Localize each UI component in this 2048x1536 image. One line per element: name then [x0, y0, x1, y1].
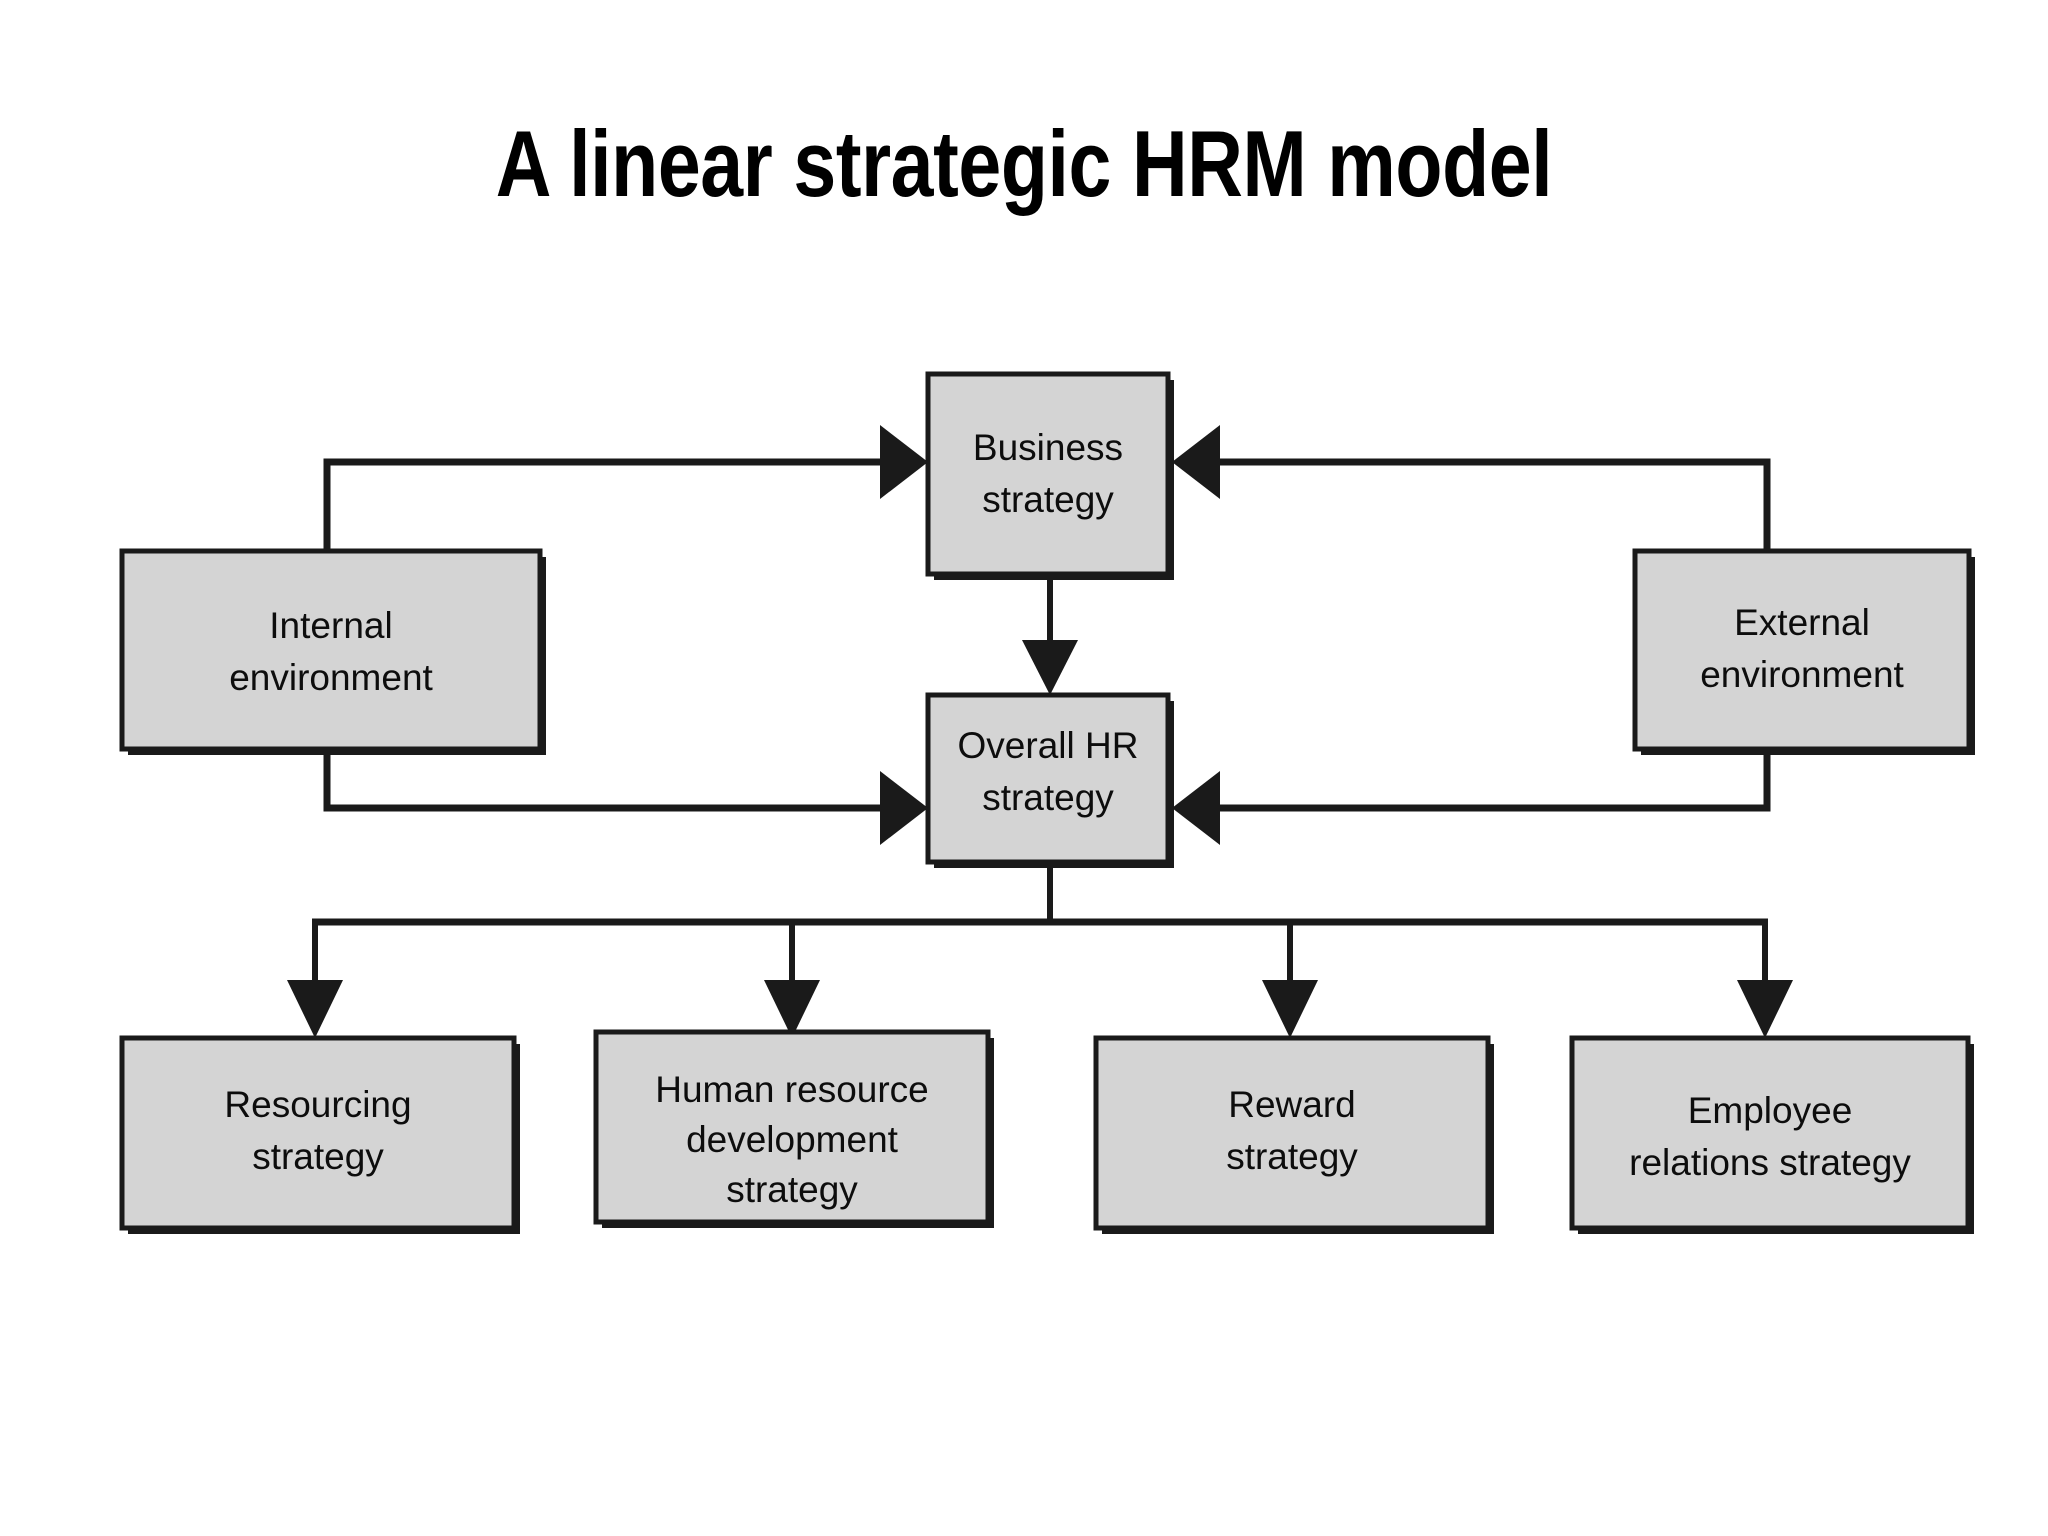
node-employee-relations-strategy[interactable]: Employee relations strategy — [1569, 1035, 1974, 1234]
node-reward-strategy-box[interactable] — [1093, 1035, 1491, 1231]
arrowhead-external-to-business — [1172, 425, 1220, 499]
arrowhead-business-to-hr — [1022, 640, 1078, 695]
node-human-resource-development-strategy-label-line3: strategy — [726, 1169, 858, 1210]
node-internal-environment-box[interactable] — [119, 548, 543, 752]
node-external-environment[interactable]: External environment — [1632, 548, 1975, 755]
arrowhead-bus-to-reward — [1262, 980, 1318, 1038]
connector-external-to-hr — [1220, 755, 1771, 812]
arrowhead-internal-to-hr — [880, 771, 928, 845]
node-overall-hr-strategy-box[interactable] — [925, 692, 1171, 865]
node-reward-strategy[interactable]: Reward strategy — [1093, 1035, 1494, 1234]
connector-internal-to-business — [323, 458, 880, 551]
node-human-resource-development-strategy[interactable]: Human resource development strategy — [593, 1029, 994, 1228]
connector-internal-to-hr — [323, 755, 880, 812]
node-employee-relations-strategy-box[interactable] — [1569, 1035, 1971, 1231]
node-external-environment-box[interactable] — [1632, 548, 1972, 752]
arrowhead-bus-to-hrd — [764, 980, 820, 1038]
node-external-environment-label-line1: External — [1734, 602, 1870, 643]
node-reward-strategy-label-line2: strategy — [1226, 1136, 1358, 1177]
node-business-strategy-label-line1: Business — [973, 427, 1123, 468]
node-reward-strategy-label-line1: Reward — [1228, 1084, 1356, 1125]
arrowhead-external-to-hr — [1172, 771, 1220, 845]
node-resourcing-strategy-label-line2: strategy — [252, 1136, 384, 1177]
node-business-strategy[interactable]: Business strategy — [925, 371, 1174, 580]
node-overall-hr-strategy[interactable]: Overall HR strategy — [925, 692, 1174, 868]
node-overall-hr-strategy-label-line1: Overall HR — [958, 725, 1139, 766]
node-overall-hr-strategy-label-line2: strategy — [982, 777, 1114, 818]
node-resourcing-strategy[interactable]: Resourcing strategy — [119, 1035, 520, 1234]
node-employee-relations-strategy-label-line1: Employee — [1688, 1090, 1853, 1131]
page-title: A linear strategic HRM model — [495, 111, 1553, 216]
node-employee-relations-strategy-label-line2: relations strategy — [1629, 1142, 1911, 1183]
arrowhead-bus-to-resourcing — [287, 980, 343, 1038]
node-resourcing-strategy-box[interactable] — [119, 1035, 517, 1231]
connector-external-to-business — [1220, 458, 1771, 551]
connector-group — [287, 425, 1793, 1038]
node-internal-environment-label-line2: environment — [229, 657, 433, 698]
arrowhead-internal-to-business — [880, 425, 928, 499]
arrowhead-bus-to-employee-relations — [1737, 980, 1793, 1038]
node-internal-environment[interactable]: Internal environment — [119, 548, 546, 755]
node-business-strategy-box[interactable] — [925, 371, 1171, 577]
node-resourcing-strategy-label-line1: Resourcing — [224, 1084, 411, 1125]
node-human-resource-development-strategy-label-line1: Human resource — [655, 1069, 929, 1110]
node-external-environment-label-line2: environment — [1700, 654, 1904, 695]
node-internal-environment-label-line1: Internal — [269, 605, 392, 646]
node-business-strategy-label-line2: strategy — [982, 479, 1114, 520]
node-human-resource-development-strategy-label-line2: development — [686, 1119, 899, 1160]
node-human-resource-development-strategy-box[interactable] — [593, 1029, 991, 1225]
